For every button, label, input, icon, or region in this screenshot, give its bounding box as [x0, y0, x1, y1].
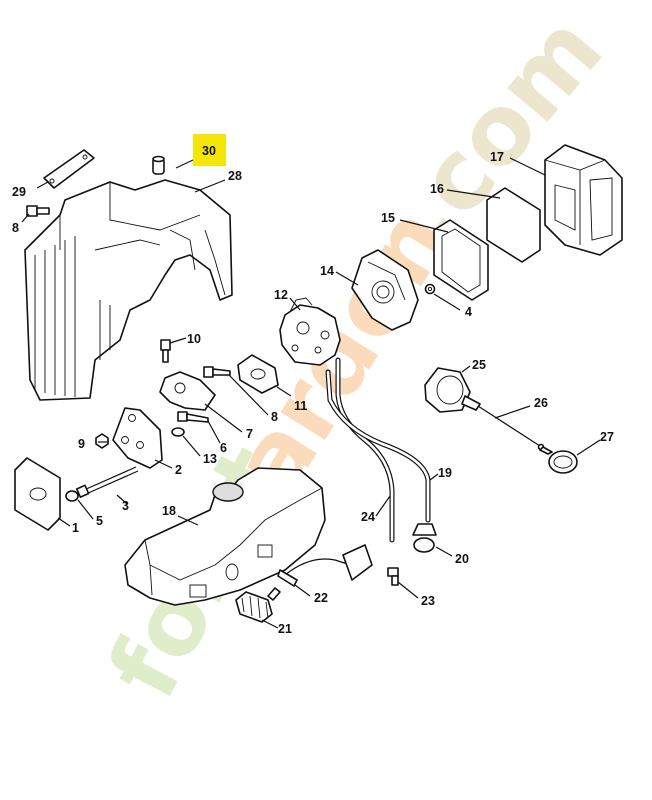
- label-23: 23: [421, 594, 435, 608]
- part-20-grommet: [412, 523, 437, 553]
- label-10: 10: [187, 332, 201, 346]
- part-6-screw: [177, 411, 209, 423]
- part-7-manifold: [159, 371, 216, 411]
- label-3: 3: [122, 499, 129, 513]
- label-5: 5: [96, 514, 103, 528]
- part-2-spacer: [112, 407, 163, 469]
- label-20: 20: [455, 552, 469, 566]
- part-9-nut: [95, 433, 109, 449]
- label-8-mid: 8: [271, 410, 278, 424]
- label-17: 17: [490, 150, 504, 164]
- label-4: 4: [465, 305, 472, 319]
- label-15: 15: [381, 211, 395, 225]
- label-14: 14: [320, 264, 334, 278]
- part-3-long-bolt: [75, 466, 139, 498]
- part-29-plate: [43, 149, 95, 189]
- part-14-filter-base: [351, 249, 419, 331]
- part-30-highlight: [193, 134, 226, 166]
- part-23-fitting: [387, 567, 399, 586]
- label-8-top: 8: [12, 221, 19, 235]
- part-1-gasket-plate: [14, 457, 61, 531]
- label-7: 7: [246, 427, 253, 441]
- leader-lines: [21, 157, 601, 629]
- label-9: 9: [78, 437, 85, 451]
- label-18: 18: [162, 504, 176, 518]
- label-30: 30: [202, 144, 216, 158]
- part-21-fuel-filter: [235, 587, 281, 623]
- part-26-rod: [477, 405, 545, 451]
- label-11: 11: [294, 399, 307, 413]
- label-28: 28: [228, 169, 242, 183]
- part-28-shroud: [24, 179, 233, 401]
- label-13: 13: [203, 452, 217, 466]
- part-labels: 30 29 28 8 17 16 15 14 4 12 10 11 8 7 9 …: [12, 144, 614, 636]
- part-8-screw-top: [26, 205, 50, 217]
- label-27: 27: [600, 430, 614, 444]
- label-19: 19: [438, 466, 452, 480]
- part-12-carburetor: [279, 297, 341, 366]
- label-22: 22: [314, 591, 328, 605]
- part-4-washer: [424, 283, 436, 295]
- part-13-washer: [171, 427, 185, 437]
- part-30-bush: [152, 155, 165, 175]
- part-10-screw: [160, 339, 171, 363]
- label-29: 29: [12, 185, 26, 199]
- part-25-fuel-cap: [424, 367, 481, 413]
- label-6: 6: [220, 441, 227, 455]
- part-16-filter-pad: [486, 187, 541, 263]
- part-18-fuel-tank: [124, 467, 326, 606]
- part-8-screw-mid: [203, 366, 231, 378]
- label-24: 24: [361, 510, 375, 524]
- part-17-filter-cover: [544, 144, 623, 256]
- label-16: 16: [430, 182, 444, 196]
- label-21: 21: [278, 622, 292, 636]
- part-15-filter-frame: [433, 219, 489, 301]
- fuel-hoses: [325, 357, 431, 543]
- part-11-gasket: [237, 354, 279, 394]
- label-2: 2: [175, 463, 182, 477]
- part-5-nut: [65, 490, 79, 502]
- part-22-filter-hose: [277, 544, 373, 587]
- label-12: 12: [274, 288, 288, 302]
- part-27-ring: [539, 446, 578, 474]
- label-25: 25: [472, 358, 486, 372]
- label-1: 1: [72, 521, 79, 535]
- label-26: 26: [534, 396, 548, 410]
